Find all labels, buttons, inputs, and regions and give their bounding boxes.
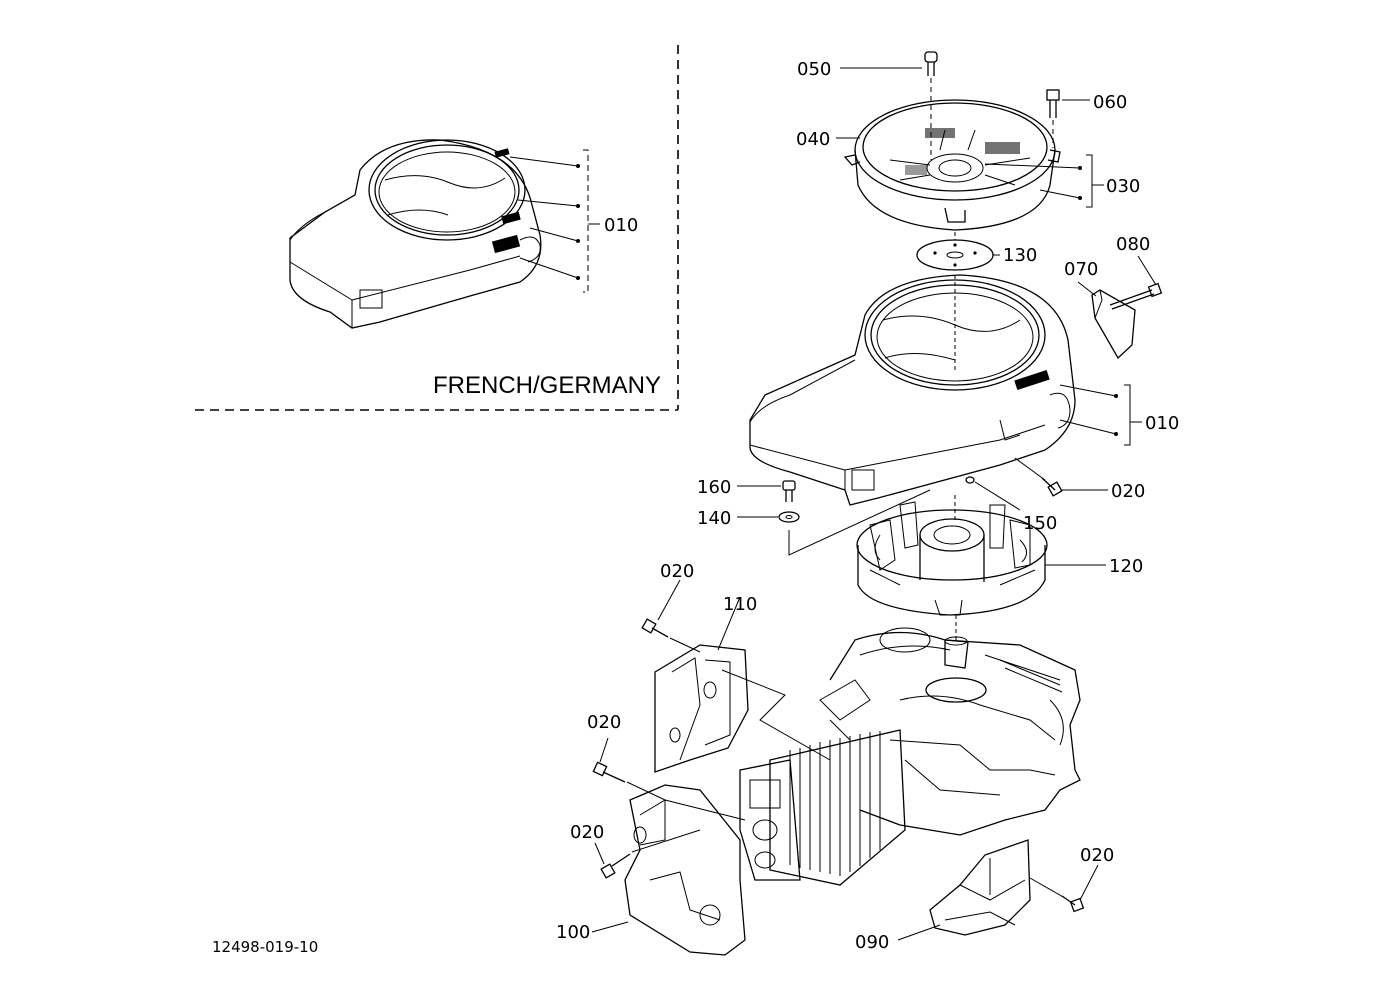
screw-050 — [840, 51, 938, 160]
plate-130 — [916, 232, 1000, 271]
drawing-number: 12498-019-10 — [212, 938, 318, 956]
region-label: FRENCH/GERMANY — [433, 372, 661, 399]
bolt-020-bottom-right — [1029, 864, 1099, 913]
callout-020-right: 020 — [1111, 481, 1145, 502]
callout-020-top-left: 020 — [660, 561, 694, 582]
callout-140: 140 — [697, 508, 731, 529]
callout-100: 100 — [556, 922, 590, 943]
fan-screen-assembly — [843, 99, 1104, 231]
callout-020-mid-left: 020 — [587, 712, 621, 733]
callout-130: 130 — [1003, 245, 1037, 266]
bolt-160 — [737, 480, 796, 502]
bolt-020-mid-left — [592, 737, 666, 801]
baffle-100 — [591, 784, 746, 956]
callout-090: 090 — [855, 932, 889, 953]
callout-160: 160 — [697, 477, 731, 498]
callout-020-low-left: 020 — [570, 822, 604, 843]
callout-050: 050 — [797, 59, 831, 80]
callout-150: 150 — [1023, 513, 1057, 534]
baffle-110 — [654, 596, 831, 773]
callout-060: 060 — [1093, 92, 1127, 113]
callout-010-inset: 010 — [604, 215, 638, 236]
callout-040: 040 — [796, 129, 830, 150]
callout-110: 110 — [723, 594, 757, 615]
callout-010-main: 010 — [1145, 413, 1179, 434]
washer-140 — [737, 489, 931, 556]
flywheel-120 — [856, 495, 1106, 616]
callout-070: 070 — [1064, 259, 1098, 280]
bolt-060 — [1046, 89, 1090, 148]
bolt-020-right — [1014, 457, 1108, 497]
bolt-020-top-left — [641, 579, 701, 653]
callout-120: 120 — [1109, 556, 1143, 577]
bolt-020-low-left — [594, 829, 701, 879]
key-150 — [965, 476, 1021, 511]
bolt-080 — [1109, 255, 1163, 310]
baffle-090 — [897, 839, 1031, 941]
inset-variant-box — [195, 45, 679, 411]
bracket-070 — [1077, 281, 1136, 360]
callout-020-bottom-right: 020 — [1080, 845, 1114, 866]
engine-block — [739, 615, 1081, 886]
blower-housing-010 — [749, 274, 1142, 506]
callout-080: 080 — [1116, 234, 1150, 255]
inset-blower-housing — [289, 139, 600, 329]
callout-030: 030 — [1106, 176, 1140, 197]
